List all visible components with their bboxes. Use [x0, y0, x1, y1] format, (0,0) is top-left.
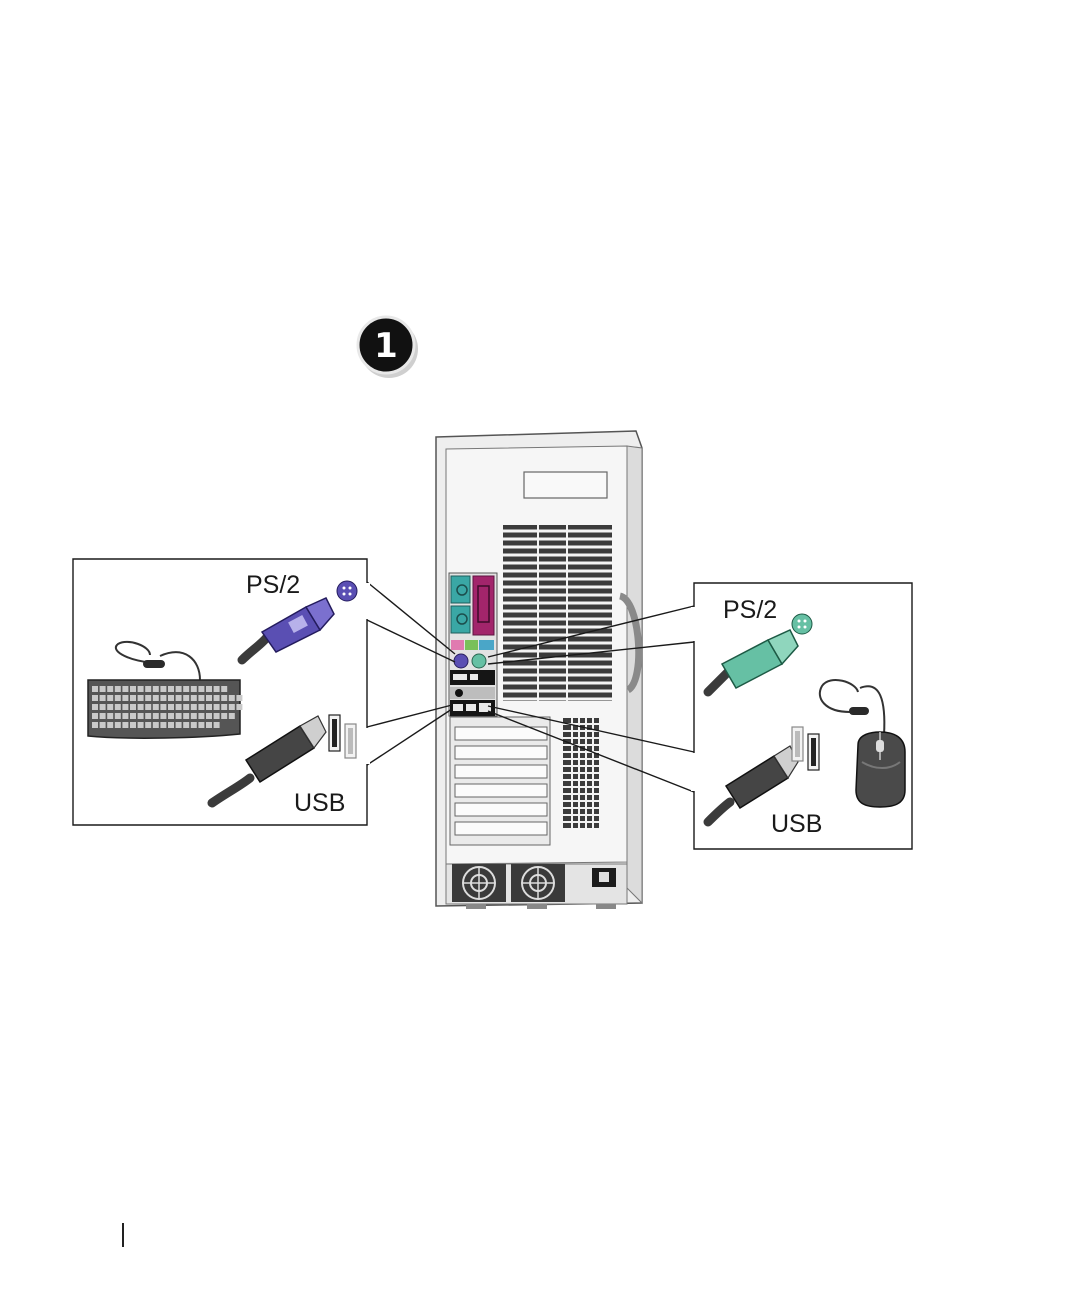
keyboard-ps2-port-icon: [337, 581, 357, 601]
mouse-usb-label: USB: [771, 810, 822, 838]
psu-fan-2: [511, 864, 565, 902]
keyboard-ps2-label: PS/2: [246, 571, 300, 599]
page-margin-rule: [122, 1223, 124, 1247]
computer-tower: [436, 431, 642, 909]
ps2-keyboard-port: [454, 654, 468, 668]
parallel-port: [473, 576, 494, 635]
psu-fan-1: [452, 864, 506, 902]
audio-pink-jack: [451, 640, 464, 650]
mouse-callout-panel: PS/2 USB: [691, 583, 912, 849]
keyboard-callout-panel: PS/2 USB: [73, 559, 370, 825]
audio-blue-jack: [479, 640, 494, 650]
io-panel: [449, 573, 497, 716]
expansion-slots: [450, 717, 550, 845]
step-badge: 1: [358, 317, 418, 378]
ps2-mouse-port: [472, 654, 486, 668]
side-vent: [563, 718, 599, 828]
mouse-ps2-label: PS/2: [723, 596, 777, 624]
vent-grille: [503, 525, 612, 701]
power-connector: [592, 868, 616, 887]
step-number: 1: [374, 326, 398, 366]
keyboard-usb-label: USB: [294, 789, 345, 817]
mouse-ps2-port-icon: [792, 614, 812, 634]
audio-green-jack: [465, 640, 478, 650]
